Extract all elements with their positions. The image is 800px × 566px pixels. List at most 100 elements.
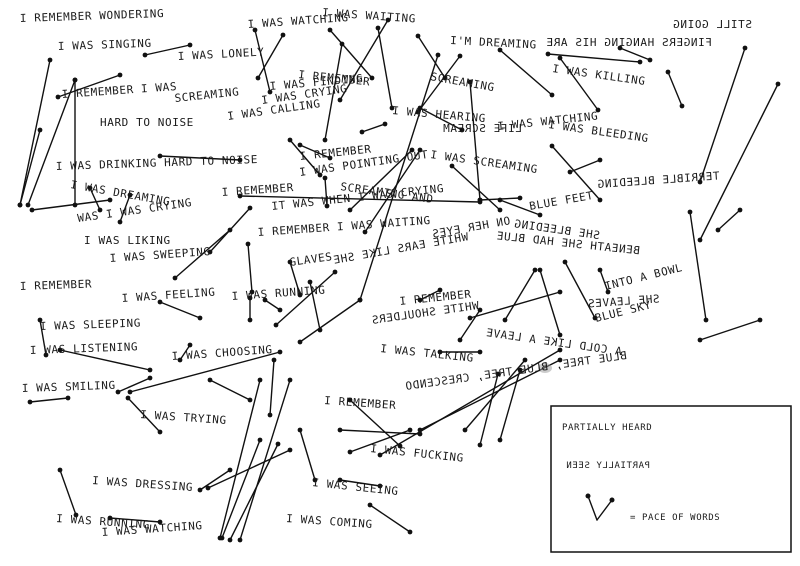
connection-dot — [417, 427, 423, 433]
legend-title: PARTIALLY HEARD — [562, 423, 652, 433]
connection-line — [299, 299, 361, 343]
connection-line — [239, 195, 481, 203]
connection-lines — [19, 19, 779, 541]
connection-dot — [462, 427, 468, 433]
connection-dot — [97, 207, 103, 213]
connection-dot — [227, 537, 233, 543]
connection-dot — [697, 237, 703, 243]
connection-dot — [545, 51, 551, 57]
phrase-label: I WAS SLEEPING — [40, 316, 142, 333]
connection-dot — [317, 327, 323, 333]
connection-line — [59, 349, 151, 371]
phrase-label: TERRIBLE BLEEDING — [597, 169, 720, 191]
connection-dot — [287, 259, 293, 265]
connection-line — [89, 187, 101, 211]
connection-dot — [703, 317, 709, 323]
phrase-label: SCREAMING — [429, 70, 495, 94]
connection-dot — [219, 535, 225, 541]
connection-dot — [275, 441, 281, 447]
connection-line — [469, 291, 561, 319]
connection-dot — [197, 487, 203, 493]
connection-dot — [43, 352, 49, 358]
connection-line — [699, 83, 779, 241]
connection-line — [144, 44, 191, 56]
connection-nodes — [17, 17, 781, 543]
phrase-label: I REMEMBER WONDERING — [20, 7, 165, 25]
connection-dot — [397, 443, 403, 449]
connection-line — [419, 289, 441, 301]
connection-line — [361, 123, 386, 133]
connection-dot — [72, 202, 78, 208]
connection-dot — [37, 317, 43, 323]
connection-dot — [477, 197, 483, 203]
connection-dot — [477, 442, 483, 448]
connection-line — [667, 71, 683, 107]
legend: PARTIALLY HEARD PARTIALLY SEEN = PACE OF… — [550, 405, 792, 553]
phrase-label: I WAS LIKING — [84, 234, 171, 247]
connection-line — [159, 301, 201, 319]
connection-line — [219, 379, 261, 539]
ink-smudge — [538, 363, 552, 373]
connection-dot — [665, 69, 671, 75]
connection-line — [417, 35, 446, 79]
connection-dot — [127, 192, 133, 198]
connection-dot — [252, 27, 258, 33]
phrase-label: I WAS FEELING — [121, 285, 216, 305]
connection-dot — [597, 267, 603, 273]
connection-dot — [605, 289, 611, 295]
connection-line — [599, 269, 609, 293]
connection-line — [479, 373, 499, 446]
connection-dot — [125, 395, 131, 401]
phrase-label: I WAS DRINKING HARD TO NOISE — [56, 153, 259, 173]
connection-line — [339, 19, 389, 101]
connection-dot — [347, 397, 353, 403]
connection-dot — [537, 212, 543, 218]
connection-line — [269, 359, 275, 416]
connection-line — [619, 47, 651, 61]
connection-line — [239, 379, 291, 541]
connection-dot — [297, 142, 303, 148]
legend-caption: = PACE OF WORDS — [630, 513, 720, 523]
connection-dot — [267, 412, 273, 418]
connection-line — [257, 34, 284, 79]
connection-dot — [557, 357, 563, 363]
connection-dot — [273, 322, 279, 328]
connection-line — [29, 397, 69, 403]
phrase-label: I WAS CHOOSING — [171, 343, 273, 363]
connection-dot — [417, 105, 423, 111]
connection-line — [339, 479, 381, 487]
connection-dot — [142, 52, 148, 58]
connection-dot — [442, 75, 448, 81]
connection-dot — [337, 97, 343, 103]
connection-dot — [742, 45, 748, 51]
connection-line — [247, 243, 253, 293]
connection-dot — [467, 79, 473, 85]
phrase-label: GLAVES — [289, 250, 334, 269]
connection-dot — [247, 205, 253, 211]
connection-dot — [595, 107, 601, 113]
connection-line — [264, 299, 281, 311]
connection-line — [699, 47, 746, 183]
connection-dot — [37, 127, 43, 133]
phrase-label: I WAS LISTENING — [30, 340, 139, 357]
connection-line — [504, 269, 536, 321]
connection-line — [207, 449, 291, 489]
connection-dot — [435, 52, 441, 58]
connection-dot — [362, 229, 368, 235]
connection-dot — [537, 267, 543, 273]
connection-dot — [73, 512, 79, 518]
connection-dot — [107, 197, 113, 203]
connection-line — [689, 211, 707, 321]
connection-dot — [107, 515, 113, 521]
connection-dot — [322, 175, 328, 181]
connection-line — [109, 517, 161, 523]
connection-dot — [517, 367, 523, 373]
connection-line — [299, 429, 316, 481]
phrase-label: I REMEMBER — [324, 394, 397, 412]
connection-dot — [549, 92, 555, 98]
phrase-label: I WAS SWEEPING — [109, 245, 211, 265]
phrase-label: I REMEMBER I WAS WAITING — [257, 214, 431, 239]
connection-dot — [157, 153, 163, 159]
phrase-label: I WAS COMING — [286, 512, 373, 531]
connection-dot — [287, 377, 293, 383]
